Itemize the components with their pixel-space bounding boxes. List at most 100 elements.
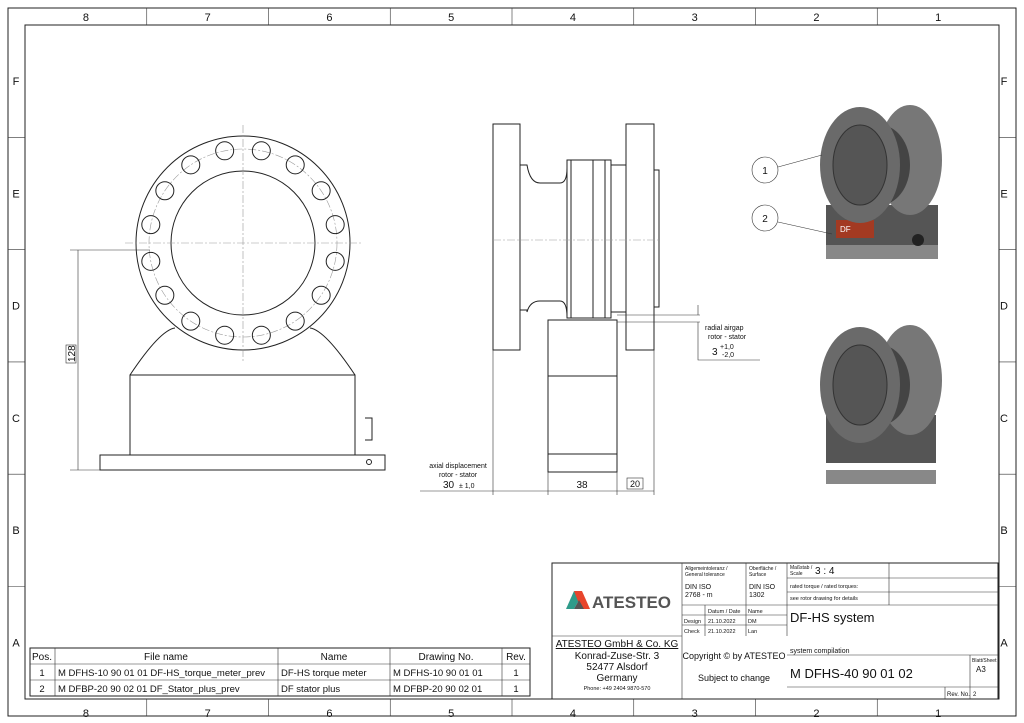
row-marker: F bbox=[13, 76, 20, 88]
parts-cell: M DFBP-20 90 02 01 bbox=[393, 684, 482, 695]
bolt-hole bbox=[325, 251, 345, 271]
drawing-title: DF-HS system bbox=[790, 610, 875, 625]
scale-value: 3 : 4 bbox=[815, 566, 835, 577]
subject-to-change: Subject to change bbox=[698, 673, 770, 683]
axial-label-1: axial displacement bbox=[429, 463, 487, 470]
bolt-hole bbox=[181, 311, 201, 331]
column-marker: 3 bbox=[692, 708, 698, 720]
street: Konrad-Zuse-Str. 3 bbox=[575, 651, 660, 662]
column-marker: 6 bbox=[326, 708, 332, 720]
stator-width: 38 bbox=[576, 480, 588, 491]
header-rev: Rev. bbox=[506, 652, 526, 663]
header-name: Name bbox=[321, 652, 348, 663]
axial-value: 30 bbox=[443, 480, 455, 491]
country: Germany bbox=[596, 673, 637, 684]
bolt-hole bbox=[155, 181, 175, 201]
parts-cell: M DFHS-10 90 01 01 DF-HS_torque_meter_pr… bbox=[58, 668, 265, 679]
row-marker: E bbox=[1000, 188, 1007, 200]
column-marker: 5 bbox=[448, 708, 454, 720]
copyright: Copyright © by ATESTEO bbox=[683, 651, 786, 661]
bolt-hole bbox=[251, 141, 271, 161]
isometric-view-labeled: DF 1 2 bbox=[751, 105, 942, 259]
bolt-hole bbox=[215, 325, 235, 345]
surface-label-en: Surface bbox=[749, 572, 766, 578]
bolt-hole bbox=[311, 181, 331, 201]
rev-label: Rev. No. bbox=[947, 692, 970, 698]
rev-value: 2 bbox=[973, 692, 977, 698]
tolerance-value-2: 2768 - m bbox=[685, 592, 713, 599]
column-marker: 6 bbox=[326, 12, 332, 24]
drawing-number: M DFHS-40 90 01 02 bbox=[790, 666, 913, 681]
bolt-hole bbox=[251, 325, 271, 345]
company-name: ATESTEO GmbH & Co. KG bbox=[556, 639, 679, 650]
product-badge: DF bbox=[840, 225, 851, 234]
design-name: DM bbox=[748, 619, 757, 625]
tolerance-value: DIN ISO bbox=[685, 584, 712, 591]
row-marker: B bbox=[12, 525, 19, 537]
row-marker: C bbox=[1000, 413, 1008, 425]
radial-tol-lower: -2,0 bbox=[722, 352, 734, 359]
tolerance-label: Allgemeintoleranz / bbox=[685, 566, 728, 572]
column-marker: 7 bbox=[205, 12, 211, 24]
parts-cell: 1 bbox=[513, 684, 518, 695]
row-marker: B bbox=[1000, 525, 1007, 537]
surface-value: DIN ISO bbox=[749, 584, 776, 591]
scale-label: Maßstab / bbox=[790, 565, 813, 571]
row-marker: D bbox=[1000, 301, 1008, 313]
logo-text: ATESTEO bbox=[592, 593, 671, 612]
row-marker: C bbox=[12, 413, 20, 425]
isometric-view bbox=[820, 325, 942, 484]
parts-cell: DF stator plus bbox=[281, 684, 340, 695]
parts-cell: 2 bbox=[39, 684, 44, 695]
side-view: axial displacement rotor - stator 30 ± 1… bbox=[420, 123, 760, 495]
date-header: Datum / Date bbox=[708, 609, 740, 615]
radial-value: 3 bbox=[712, 347, 718, 358]
scale-label-en: Scale bbox=[790, 571, 803, 577]
column-marker: 8 bbox=[83, 708, 89, 720]
radial-tol-upper: +1,0 bbox=[720, 344, 734, 351]
parts-cell: M DFBP-20 90 02 01 DF_Stator_plus_prev bbox=[58, 684, 240, 695]
bolt-hole bbox=[325, 215, 345, 235]
callout-2: 2 bbox=[762, 214, 768, 225]
tolerance-label-en: General tolerance bbox=[685, 572, 725, 578]
parts-cell: 1 bbox=[39, 668, 44, 679]
header-file-name: File name bbox=[144, 652, 188, 663]
parts-cell: 1 bbox=[513, 668, 518, 679]
row-marker: A bbox=[1000, 638, 1008, 650]
phone: Phone: +49 2404 9870-570 bbox=[584, 686, 651, 692]
sheet-value: A3 bbox=[976, 665, 986, 674]
bolt-hole bbox=[285, 155, 305, 175]
check-date: 21.10.2022 bbox=[708, 629, 736, 635]
check-name: Lan bbox=[748, 629, 757, 635]
atesteo-logo: ATESTEO bbox=[566, 591, 671, 612]
city: 52477 Alsdorf bbox=[586, 662, 647, 673]
radial-label-2: rotor - stator bbox=[708, 334, 747, 341]
column-marker: 2 bbox=[813, 12, 819, 24]
column-marker: 3 bbox=[692, 12, 698, 24]
bolt-hole bbox=[141, 215, 161, 235]
axial-label-2: rotor - stator bbox=[439, 472, 478, 479]
column-marker: 2 bbox=[813, 708, 819, 720]
drawing-subtitle: system compilation bbox=[790, 648, 850, 655]
design-label: Design bbox=[684, 619, 701, 625]
reference-dimension: 20 bbox=[630, 479, 640, 489]
surface-label: Oberfläche / bbox=[749, 566, 777, 572]
axial-tolerance: ± 1,0 bbox=[459, 483, 475, 490]
column-marker: 4 bbox=[570, 708, 576, 720]
radial-label-1: radial airgap bbox=[705, 325, 744, 332]
column-marker: 7 bbox=[205, 708, 211, 720]
rated-torque-note-2: see rotor drawing for details bbox=[790, 596, 858, 602]
bolt-hole bbox=[181, 155, 201, 175]
column-marker: 1 bbox=[935, 708, 941, 720]
bolt-hole bbox=[311, 285, 331, 305]
check-label: Check bbox=[684, 629, 700, 635]
callout-1: 1 bbox=[762, 166, 768, 177]
surface-value-2: 1302 bbox=[749, 592, 765, 599]
bolt-hole bbox=[215, 141, 235, 161]
bolt-hole bbox=[141, 251, 161, 271]
row-marker: A bbox=[12, 638, 20, 650]
sheet-label: Blatt/Sheet bbox=[972, 658, 997, 664]
